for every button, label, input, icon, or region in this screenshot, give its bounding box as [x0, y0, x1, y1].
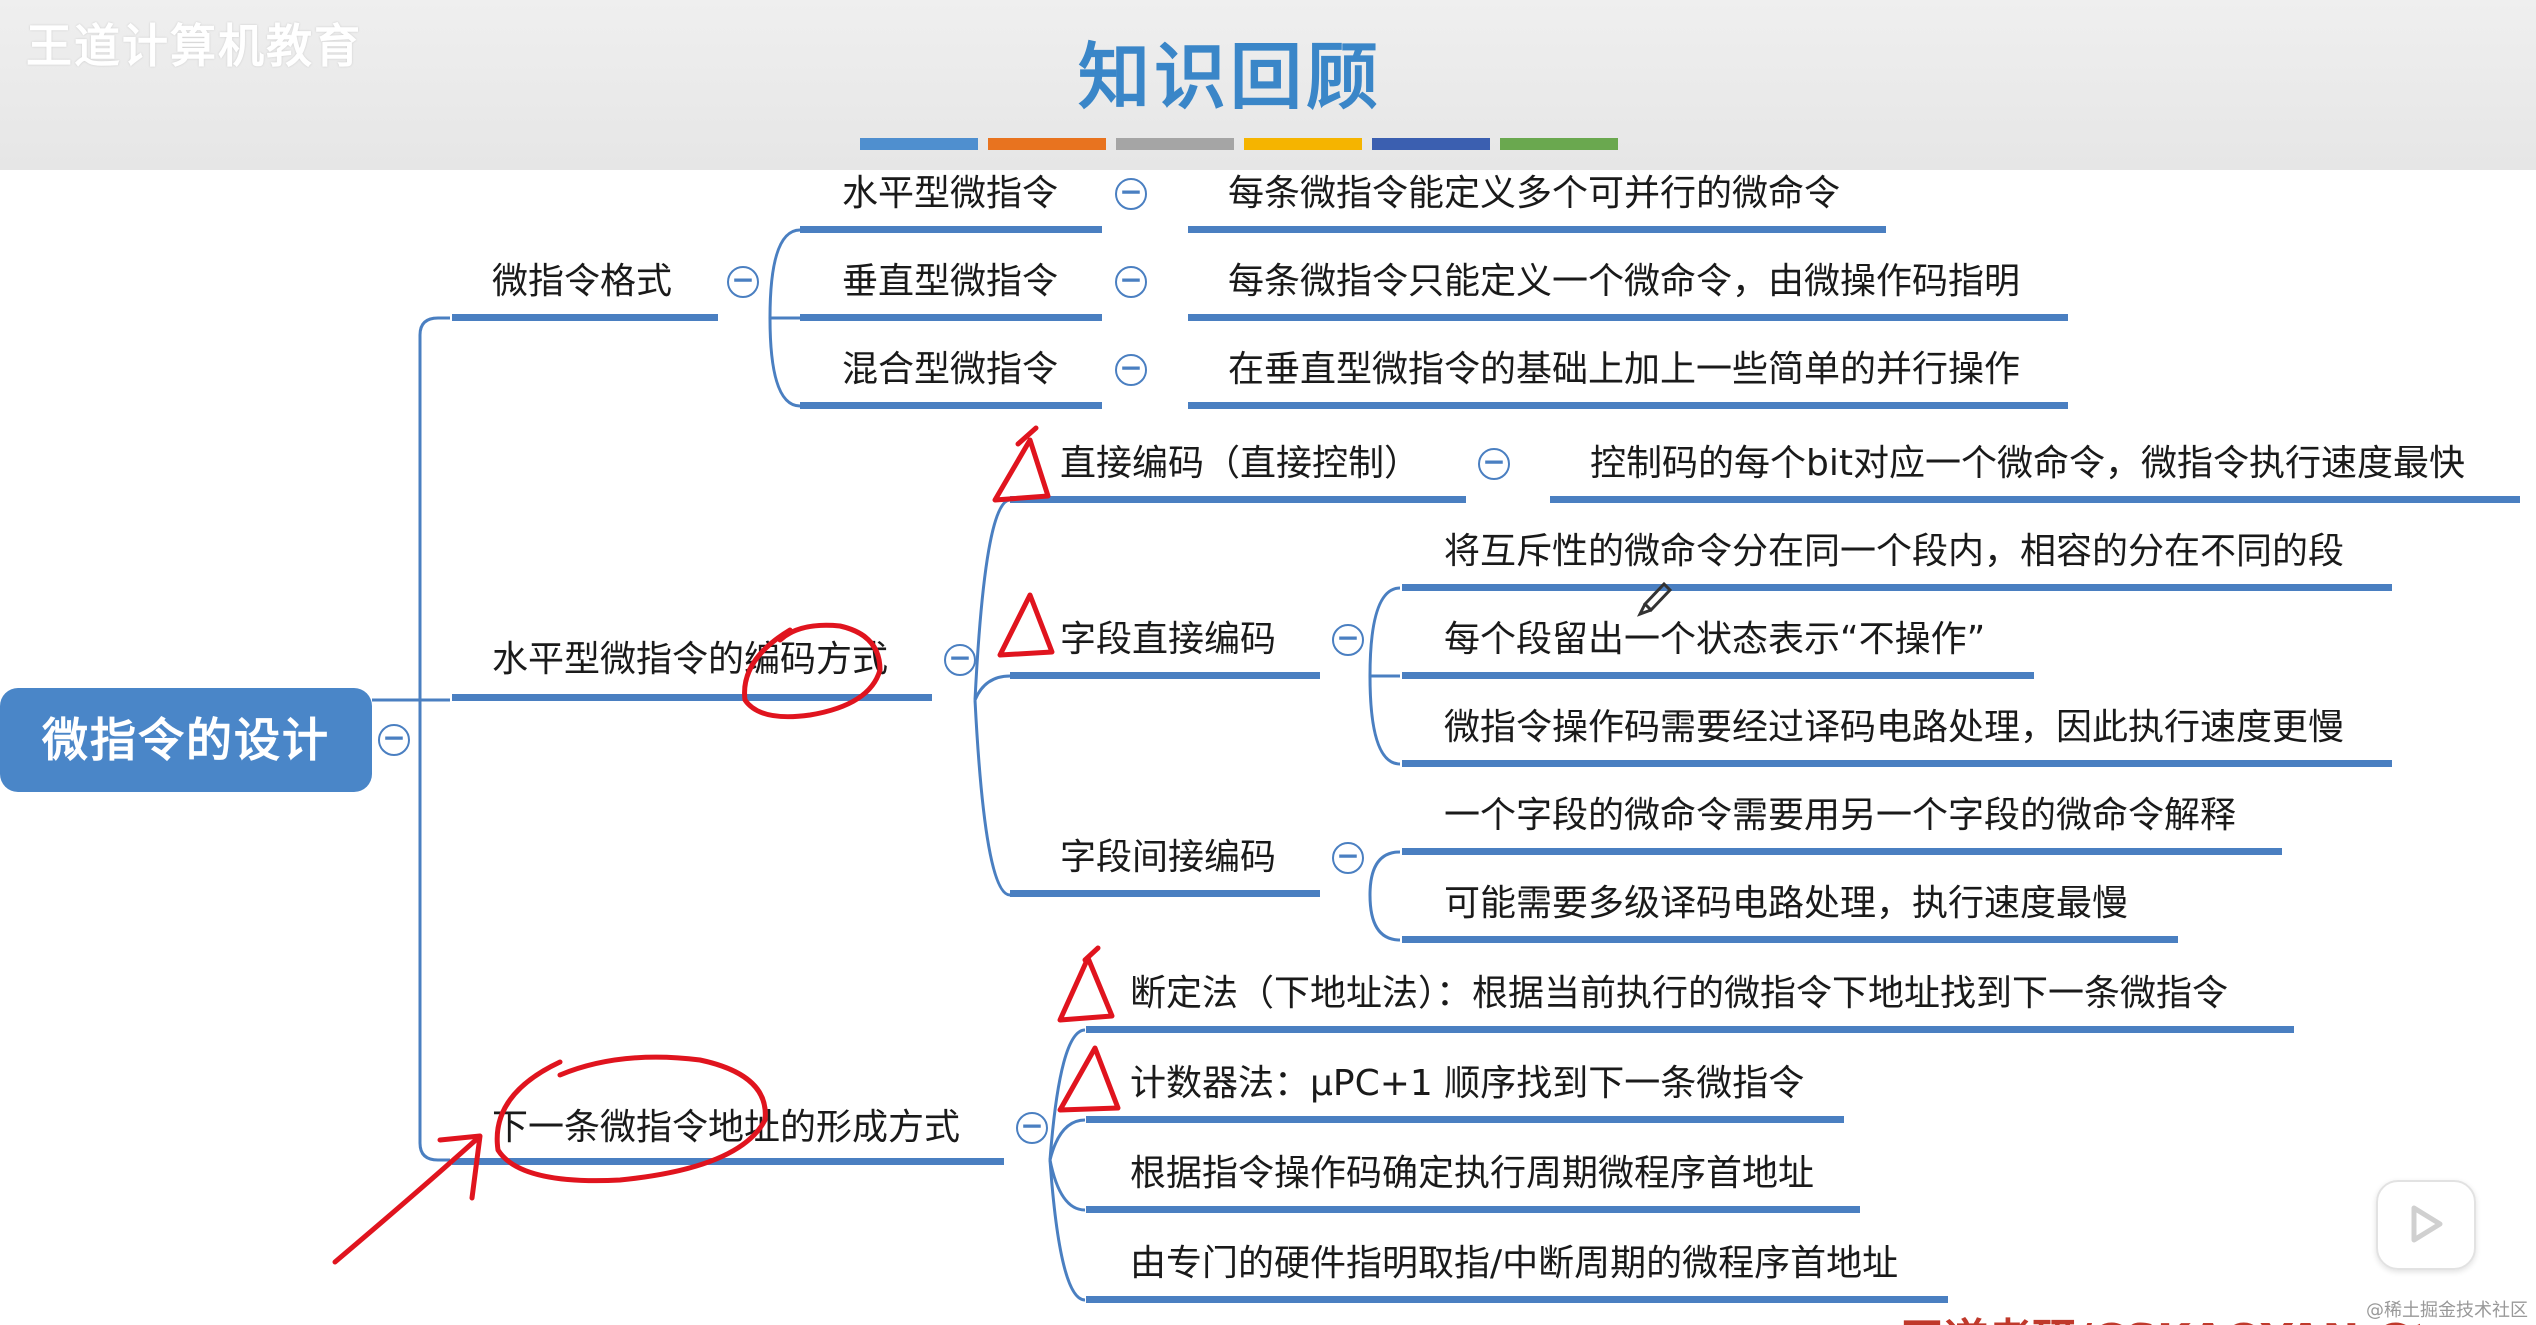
node-underline — [1086, 1296, 1948, 1303]
color-bar — [988, 138, 1106, 150]
desc-field-indirect-2: 可能需要多级译码电路处理，执行速度最慢 — [1444, 883, 2129, 924]
collapse-icon[interactable]: − — [944, 644, 976, 676]
play-icon — [2411, 1205, 2443, 1243]
collapse-icon[interactable]: − — [1115, 354, 1147, 386]
node-next-address-formation[interactable]: 下一条微指令地址的形成方式 — [492, 1107, 961, 1148]
collapse-icon[interactable]: − — [727, 266, 759, 298]
node-underline — [1188, 226, 1886, 233]
desc-field-direct-2: 每个段留出一个状态表示“不操作” — [1444, 619, 1986, 660]
node-underline — [452, 314, 718, 321]
node-underline — [1188, 314, 2068, 321]
desc-hybrid-microinstruction: 在垂直型微指令的基础上加上一些简单的并行操作 — [1228, 349, 2021, 390]
watermark: 王道计算机教育 — [26, 19, 362, 73]
collapse-icon[interactable]: − — [1115, 178, 1147, 210]
node-underline — [1188, 402, 2068, 409]
desc-next-address-2: 计数器法：μPC+1 顺序找到下一条微指令 — [1130, 1063, 1805, 1104]
node-field-indirect-encoding[interactable]: 字段间接编码 — [1060, 837, 1277, 878]
node-underline — [1010, 890, 1320, 897]
collapse-icon[interactable]: − — [1115, 266, 1147, 298]
color-bar — [1116, 138, 1234, 150]
desc-vertical-microinstruction: 每条微指令只能定义一个微命令，由微操作码指明 — [1228, 261, 2021, 302]
collapse-icon[interactable]: − — [1478, 448, 1510, 480]
node-underline — [1550, 496, 2520, 503]
node-underline — [1086, 1026, 2294, 1033]
node-underline — [800, 226, 1102, 233]
slide-header: 王道计算机教育 知识回顾 — [0, 0, 2536, 170]
desc-horizontal-microinstruction: 每条微指令能定义多个可并行的微命令 — [1228, 173, 1841, 214]
desc-field-direct-1: 将互斥性的微命令分在同一个段内，相容的分在不同的段 — [1444, 531, 2345, 572]
node-underline — [1086, 1116, 1844, 1123]
node-vertical-microinstruction[interactable]: 垂直型微指令 — [842, 261, 1059, 302]
node-underline — [1402, 584, 2392, 591]
desc-direct-encoding: 控制码的每个bit对应一个微命令，微指令执行速度最快 — [1590, 443, 2465, 484]
collapse-icon[interactable]: − — [1332, 624, 1364, 656]
desc-field-indirect-1: 一个字段的微命令需要用另一个字段的微命令解释 — [1444, 795, 2237, 836]
node-underline — [1402, 760, 2392, 767]
slide-title: 知识回顾 — [1077, 35, 1382, 119]
footer-fragment: 王道考研/CSKAOYAN.COM — [1900, 1300, 2420, 1325]
node-underline — [1086, 1206, 1860, 1213]
desc-field-direct-3: 微指令操作码需要经过译码电路处理，因此执行速度更慢 — [1444, 707, 2345, 748]
play-button[interactable] — [2376, 1180, 2476, 1270]
collapse-icon[interactable]: − — [1332, 842, 1364, 874]
node-underline — [800, 314, 1102, 321]
desc-next-address-3: 根据指令操作码确定执行周期微程序首地址 — [1130, 1153, 1815, 1194]
root-node[interactable]: 微指令的设计 — [0, 688, 372, 792]
node-underline — [1402, 672, 2034, 679]
node-underline — [452, 694, 932, 701]
desc-next-address-1: 断定法（下地址法）：根据当前执行的微指令下地址找到下一条微指令 — [1130, 973, 2229, 1014]
color-bar — [1372, 138, 1490, 150]
color-bar — [1500, 138, 1618, 150]
color-bar — [1244, 138, 1362, 150]
collapse-icon[interactable]: − — [378, 724, 410, 756]
node-underline — [1010, 496, 1466, 503]
node-underline — [800, 402, 1102, 409]
node-horizontal-microinstruction[interactable]: 水平型微指令 — [842, 173, 1059, 214]
node-field-direct-encoding[interactable]: 字段直接编码 — [1060, 619, 1277, 660]
node-microinstruction-format[interactable]: 微指令格式 — [492, 261, 673, 302]
node-underline — [1402, 936, 2178, 943]
node-underline — [452, 1158, 1004, 1165]
node-hybrid-microinstruction[interactable]: 混合型微指令 — [842, 349, 1059, 390]
node-horizontal-encoding[interactable]: 水平型微指令的编码方式 — [492, 639, 889, 680]
corner-watermark: @稀土掘金技术社区 — [2366, 1300, 2528, 1321]
node-underline — [1402, 848, 2282, 855]
node-underline — [1010, 672, 1320, 679]
collapse-icon[interactable]: − — [1016, 1112, 1048, 1144]
color-bar — [860, 138, 978, 150]
desc-next-address-4: 由专门的硬件指明取指/中断周期的微程序首地址 — [1130, 1243, 1899, 1284]
footer-text: 王道考研/CSKAOYAN.COM — [1900, 1304, 2420, 1325]
node-direct-encoding[interactable]: 直接编码（直接控制） — [1060, 443, 1421, 484]
